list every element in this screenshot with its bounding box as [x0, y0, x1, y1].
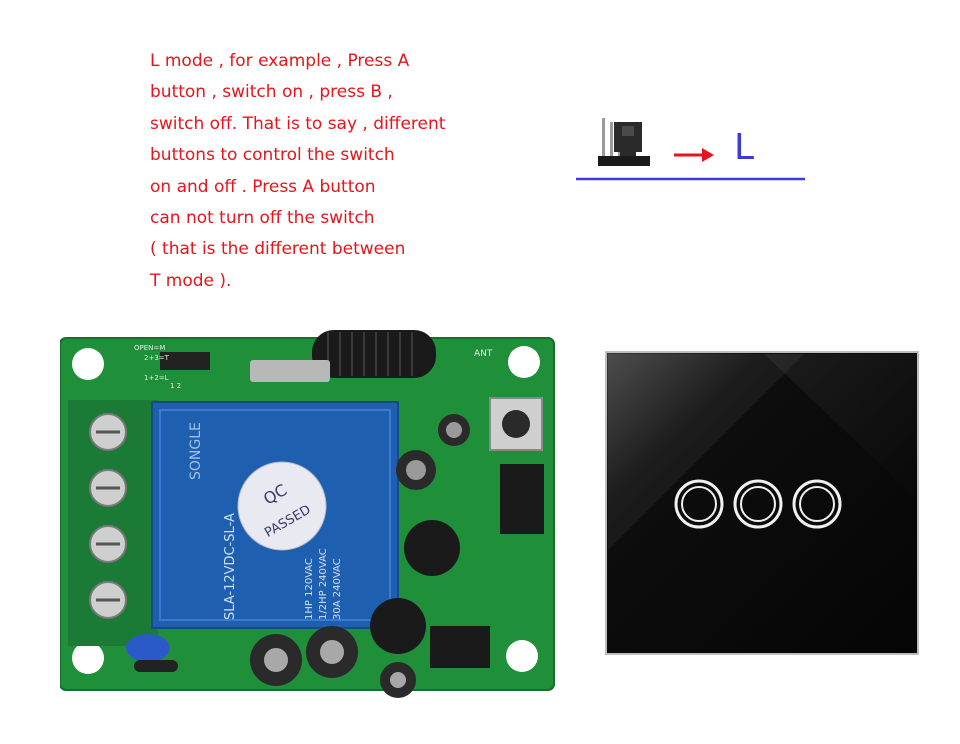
description-line: button , switch on , press B ,	[150, 82, 393, 103]
antenna-label: ANT	[474, 349, 493, 359]
mode-description: L mode , for example , Press A button , …	[150, 46, 470, 297]
pcb-jumper	[160, 352, 210, 370]
relay-rating: 1/2HP 240VAC	[318, 548, 329, 620]
description-line: ( that is the different between	[150, 239, 406, 260]
touch-button-c-icon	[792, 479, 842, 529]
description-line: buttons to control the switch	[150, 145, 395, 166]
relay-brand: SONGLE	[188, 422, 204, 480]
svg-text:OPEN=M: OPEN=M	[134, 344, 165, 352]
ic-chip	[500, 464, 544, 534]
jumper-icon	[576, 118, 805, 181]
antenna-coil	[312, 330, 436, 378]
qc-sticker	[237, 461, 327, 551]
relay-model: SLA-12VDC-SL-A	[223, 513, 238, 620]
relay-rating: 1HP 120VAC	[304, 558, 315, 620]
mount-hole	[508, 346, 540, 378]
description-line: on and off . Press A button	[150, 176, 376, 197]
description-line: L mode , for example , Press A	[150, 51, 410, 71]
touch-button-b-icon	[733, 479, 783, 529]
mount-hole	[72, 642, 104, 674]
touch-button-a-icon	[674, 479, 724, 529]
svg-text:1+2=L: 1+2=L	[144, 374, 169, 382]
crystal	[250, 360, 330, 382]
ic-chip	[430, 626, 490, 668]
ceramic-capacitor	[126, 634, 170, 662]
description-line: switch off. That is to say , different	[150, 113, 446, 134]
jumper-legend: L	[576, 112, 806, 184]
capacitor	[250, 414, 470, 698]
mount-hole	[506, 640, 538, 672]
svg-text:1 2: 1 2	[170, 382, 181, 390]
relay-board-image: SONGLE SLA-12VDC-SL-A 1HP 120VAC 1/2HP 2…	[59, 330, 560, 705]
mode-letter: L	[734, 127, 755, 168]
description-line: T mode ).	[150, 270, 232, 291]
touch-switch-panel	[604, 350, 920, 661]
description-line: can not turn off the switch	[150, 208, 375, 229]
mount-hole	[72, 348, 104, 380]
svg-text:2+3=T: 2+3=T	[144, 354, 170, 362]
relay-rating: 30A 240VAC	[332, 558, 343, 620]
